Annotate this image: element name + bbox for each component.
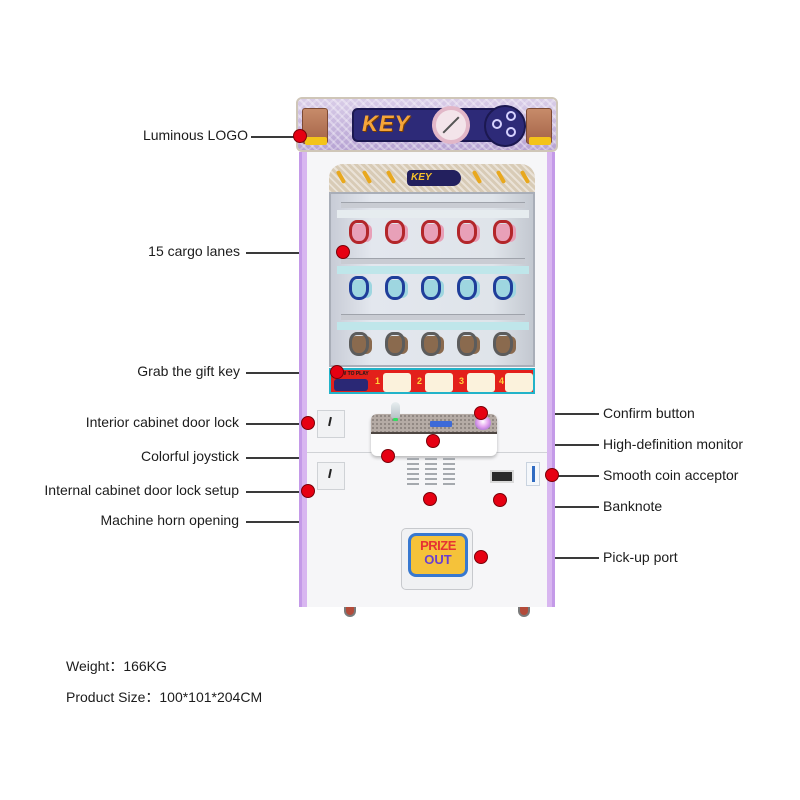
cargo-lane-12 (385, 332, 405, 356)
cargo-lane-9 (457, 276, 477, 300)
colorful-joystick[interactable] (391, 402, 400, 418)
step-card (505, 373, 533, 392)
step-number: 4 (499, 376, 505, 386)
leader-line-interior-lock (246, 423, 308, 425)
cargo-lane-2 (385, 220, 405, 244)
leader-line-cargo-lanes (246, 252, 344, 254)
cargo-lane-5 (493, 220, 513, 244)
callout-dot-horn (423, 492, 437, 506)
callout-dot-cargo-lanes (336, 245, 350, 259)
cargo-lane-6 (349, 276, 369, 300)
treasure-chest-right-icon (526, 108, 552, 145)
cargo-lane-15 (493, 332, 513, 356)
label-luminous-logo: Luminous LOGO (142, 127, 248, 143)
cargo-lane-1 (349, 220, 369, 244)
step-number: 2 (417, 376, 423, 386)
cargo-shelf (341, 258, 525, 264)
callout-dot-grab-gift-key (330, 365, 344, 379)
display-window (329, 192, 535, 367)
how-to-play-strip: HOW TO PLAY 1 2 3 4 (329, 368, 535, 394)
callout-dot-coin (545, 468, 559, 482)
lane-label-strip (337, 322, 529, 330)
mini-key-logo: KEY (407, 170, 461, 186)
ship-wheel-icon (432, 106, 470, 144)
label-internal-lock-setup: Internal cabinet door lock setup (44, 482, 239, 498)
label-horn: Machine horn opening (100, 512, 239, 528)
howto-title: HOW TO PLAY (334, 371, 369, 377)
howto-key-logo (334, 379, 368, 391)
caster-wheel-right (518, 607, 530, 617)
step-card (467, 373, 495, 392)
label-monitor: High-definition monitor (603, 436, 744, 452)
step-number: 3 (459, 376, 465, 386)
cargo-shelf (341, 314, 525, 320)
prize-text: PRIZE (420, 538, 456, 553)
step-card (425, 373, 453, 392)
key-icon (495, 169, 507, 185)
step-number: 1 (375, 376, 381, 386)
leader-line-luminous-logo (251, 136, 297, 138)
interior-cabinet-door-lock[interactable] (317, 410, 345, 438)
cargo-lane-7 (385, 276, 405, 300)
callout-dot-confirm (474, 406, 488, 420)
luminous-logo-panel: KEY (296, 97, 558, 152)
claw-key-machine: KEY KEY HOW TO PLAY 1 2 3 (296, 97, 558, 617)
label-cargo-lanes: 15 cargo lanes (148, 243, 240, 259)
caster-wheel-left (344, 607, 356, 617)
key-icon (361, 169, 373, 185)
callout-dot-pickup (474, 550, 488, 564)
horn-vent (407, 458, 419, 488)
cabinet-body: KEY HOW TO PLAY 1 2 3 4 (299, 152, 555, 607)
callout-dot-interior-lock (301, 416, 315, 430)
key-icon (519, 169, 531, 185)
label-confirm: Confirm button (603, 405, 695, 421)
key-logo-banner: KEY (352, 105, 526, 147)
key-icon (471, 169, 483, 185)
step-card (383, 373, 411, 392)
key-icon (385, 169, 397, 185)
cargo-lane-8 (421, 276, 441, 300)
prize-out-logo: PRIZE OUT (408, 533, 468, 577)
callout-dot-luminous-logo (293, 129, 307, 143)
window-header: KEY (329, 164, 535, 192)
label-interior-lock: Interior cabinet door lock (85, 414, 239, 430)
spec-product-size: Product Size：100*101*204CM (66, 689, 263, 705)
cargo-lane-11 (349, 332, 369, 356)
banknote-slot[interactable] (490, 470, 514, 483)
lane-label-strip (337, 210, 529, 218)
cargo-lane-14 (457, 332, 477, 356)
callout-dot-monitor (426, 434, 440, 448)
horn-vent (443, 458, 455, 488)
leader-line-internal-lock-setup (246, 491, 308, 493)
cargo-lane-13 (421, 332, 441, 356)
leader-line-grab-gift-key (246, 372, 337, 374)
spec-weight: Weight：166KG (66, 658, 167, 674)
cargo-lane-10 (493, 276, 513, 300)
leader-line-coin (553, 475, 599, 477)
horn-vent (425, 458, 437, 488)
label-pickup: Pick-up port (603, 549, 678, 565)
high-definition-monitor (430, 421, 452, 427)
internal-cabinet-door-lock[interactable] (317, 462, 345, 490)
joystick-led (393, 418, 398, 421)
coin-acceptor[interactable] (526, 462, 540, 486)
logo-text: KEY (362, 111, 411, 136)
callout-dot-banknote (493, 493, 507, 507)
label-joystick: Colorful joystick (140, 448, 239, 464)
cargo-lane-4 (457, 220, 477, 244)
callout-dot-joystick (381, 449, 395, 463)
label-coin: Smooth coin acceptor (603, 467, 739, 483)
key-head-icon (484, 105, 526, 147)
pick-up-port[interactable]: PRIZE OUT (401, 528, 473, 590)
out-text: OUT (424, 552, 452, 567)
callout-dot-internal-lock-setup (301, 484, 315, 498)
lane-label-strip (337, 266, 529, 274)
label-banknote: Banknote (603, 498, 663, 514)
label-grab-gift-key: Grab the gift key (137, 363, 240, 379)
cargo-shelf (341, 202, 525, 208)
cargo-lane-3 (421, 220, 441, 244)
key-icon (335, 169, 347, 185)
